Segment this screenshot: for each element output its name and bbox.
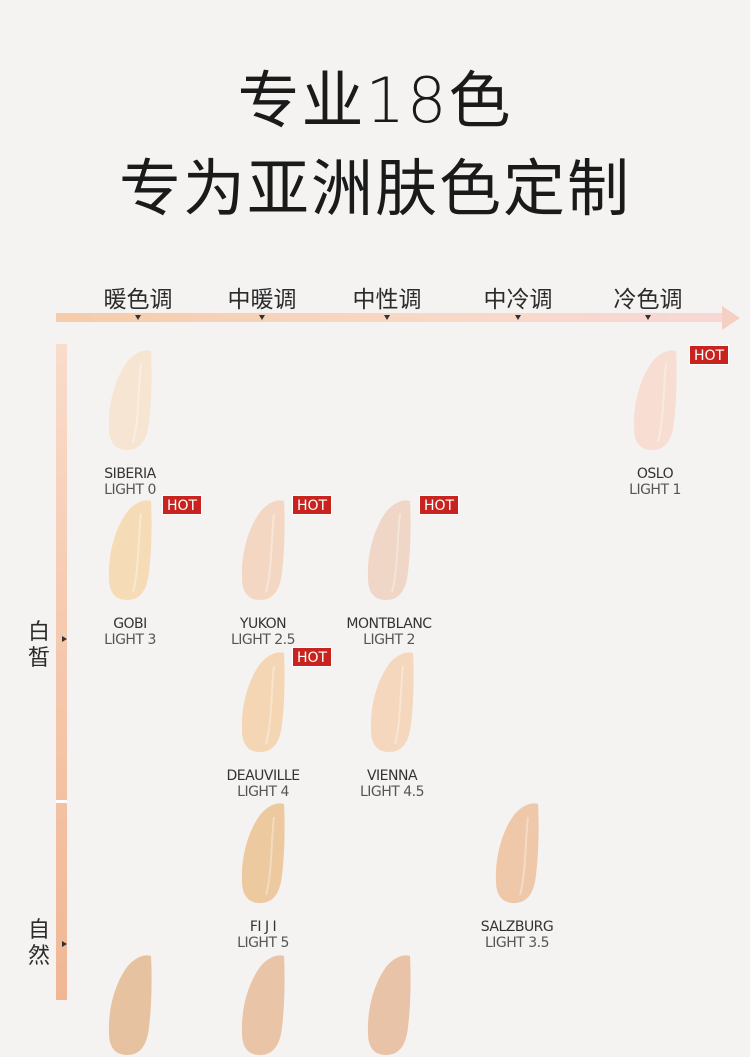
page-subtitle: 专为亚洲肤色定制 xyxy=(118,152,631,225)
foundation-swatch-icon xyxy=(108,500,152,600)
foundation-swatch-icon xyxy=(108,350,152,450)
shade-swatch-oslo: OSLO LIGHT 1 xyxy=(590,350,720,498)
foundation-swatch-icon xyxy=(241,652,285,752)
tone-axis-bar xyxy=(56,313,726,322)
foundation-swatch-icon xyxy=(108,955,152,1055)
hot-badge: HOT xyxy=(162,495,202,515)
shade-name: SALZBURG xyxy=(480,919,554,935)
shade-code: LIGHT 1 xyxy=(629,482,681,498)
tone-label-mid-cool: 中冷调 xyxy=(483,287,553,313)
shade-code: LIGHT 2.5 xyxy=(230,632,296,648)
tone-tick-icon xyxy=(645,315,651,320)
shade-code: LIGHT 2 xyxy=(363,632,415,648)
shade-code: LIGHT 3.5 xyxy=(484,935,550,951)
shade-swatch-montblanc: MONTBLANC LIGHT 2 xyxy=(324,500,454,648)
shade-name: OSLO xyxy=(636,466,674,482)
foundation-swatch-icon xyxy=(367,500,411,600)
shade-swatch-partial xyxy=(65,955,195,1057)
shade-swatch-deauville: DEAUVILLE LIGHT 4 xyxy=(198,652,328,800)
hot-badge: HOT xyxy=(419,495,459,515)
foundation-swatch-icon xyxy=(370,652,414,752)
tone-label-neutral: 中性调 xyxy=(352,287,422,313)
depth-axis-divider xyxy=(56,800,67,803)
tone-label-cool: 冷色调 xyxy=(613,287,683,313)
shade-code: LIGHT 5 xyxy=(237,935,289,951)
depth-label-natural: 自然 xyxy=(27,918,50,969)
foundation-swatch-icon xyxy=(633,350,677,450)
tone-axis-arrow-icon xyxy=(722,306,740,330)
foundation-swatch-icon xyxy=(241,500,285,600)
shade-name: SIBERIA xyxy=(104,466,156,482)
tone-tick-icon xyxy=(384,315,390,320)
shade-name: VIENNA xyxy=(366,768,418,784)
shade-name: GOBI xyxy=(113,616,147,632)
page-title: 专业18色 xyxy=(237,64,513,137)
shade-name: DEAUVILLE xyxy=(226,768,300,784)
shade-swatch-partial xyxy=(324,955,454,1057)
hot-badge: HOT xyxy=(292,495,332,515)
foundation-swatch-icon xyxy=(495,803,539,903)
shade-code: LIGHT 4.5 xyxy=(359,784,425,800)
depth-tick-icon xyxy=(62,636,67,642)
tone-tick-icon xyxy=(135,315,141,320)
shade-name: YUKON xyxy=(239,616,287,632)
tone-label-mid-warm: 中暖调 xyxy=(227,287,297,313)
shade-swatch-fiji: FI J I LIGHT 5 xyxy=(198,803,328,951)
shade-swatch-salzburg: SALZBURG LIGHT 3.5 xyxy=(452,803,582,951)
tone-tick-icon xyxy=(515,315,521,320)
hot-badge: HOT xyxy=(689,345,729,365)
foundation-swatch-icon xyxy=(367,955,411,1055)
shade-swatch-yukon: YUKON LIGHT 2.5 xyxy=(198,500,328,648)
shade-swatch-partial xyxy=(198,955,328,1057)
hot-badge: HOT xyxy=(292,647,332,667)
foundation-swatch-icon xyxy=(241,955,285,1055)
depth-label-fair: 白皙 xyxy=(27,620,50,671)
tone-tick-icon xyxy=(259,315,265,320)
shade-code: LIGHT 4 xyxy=(237,784,289,800)
shade-name: FI J I xyxy=(249,919,277,935)
tone-label-warm: 暖色调 xyxy=(103,287,173,313)
depth-axis-bar xyxy=(56,344,67,1000)
shade-name: MONTBLANC xyxy=(346,616,432,632)
depth-tick-icon xyxy=(62,941,67,947)
shade-code: LIGHT 0 xyxy=(104,482,156,498)
shade-swatch-siberia: SIBERIA LIGHT 0 xyxy=(65,350,195,498)
shade-swatch-gobi: GOBI LIGHT 3 xyxy=(65,500,195,648)
shade-swatch-vienna: VIENNA LIGHT 4.5 xyxy=(327,652,457,800)
foundation-swatch-icon xyxy=(241,803,285,903)
shade-code: LIGHT 3 xyxy=(104,632,156,648)
